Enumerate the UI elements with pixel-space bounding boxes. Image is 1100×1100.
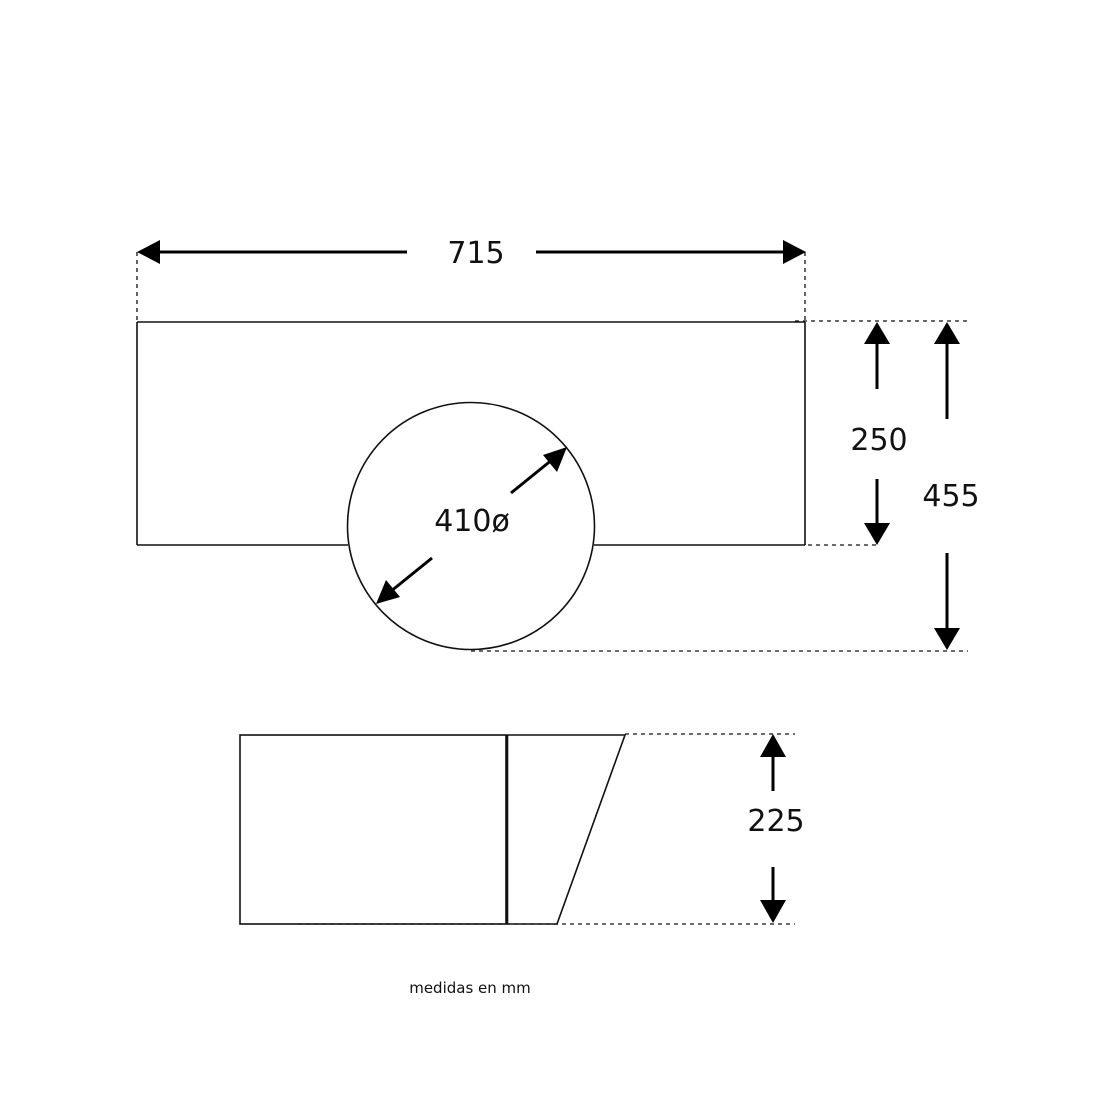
diameter-arrow-lower-shaft [389, 556, 433, 594]
side-view-basin-profile [507, 734, 627, 925]
depth-total-dimension: 455 [471, 322, 980, 652]
width-dimension: 715 [136, 236, 806, 322]
basin-top-view: 410ø [346, 401, 596, 651]
diameter-arrow-lower-head [376, 580, 400, 604]
height-dimension: 225 [298, 733, 805, 925]
height-label: 225 [747, 804, 804, 839]
depth-total-arrow-up-head [934, 322, 960, 344]
height-arrow-up-head [760, 734, 786, 757]
depth-top-dimension: 250 [795, 320, 968, 546]
side-view-cabinet [239, 734, 507, 925]
height-arrow-down-head [760, 900, 786, 923]
depth-total-label: 455 [922, 479, 979, 514]
depth-top-arrow-up-head [864, 322, 890, 344]
units-note: medidas en mm [409, 979, 531, 997]
diameter-arrow-upper-head [543, 447, 567, 472]
width-arrow-right-head [783, 240, 806, 264]
basin-circle [346, 401, 596, 651]
width-arrow-left-head [137, 240, 160, 264]
depth-top-arrow-down-head [864, 523, 890, 545]
width-label: 715 [447, 236, 504, 271]
depth-total-arrow-down-head [934, 628, 960, 650]
diameter-label: 410ø [434, 504, 510, 539]
side-view [239, 734, 627, 925]
countertop-top-view [136, 321, 806, 546]
diameter-arrow-upper-shaft [510, 457, 554, 495]
depth-top-label: 250 [850, 423, 907, 458]
